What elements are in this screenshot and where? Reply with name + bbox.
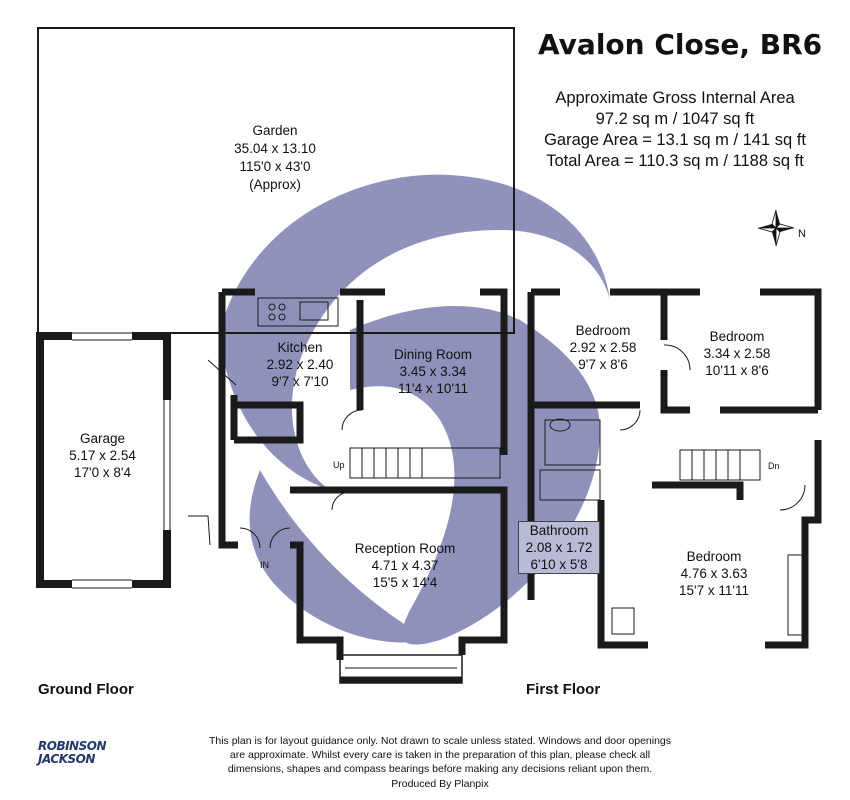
bedroom-1-metric: 2.92 x 2.58 [569,340,637,355]
room-label-garage: Garage 5.17 x 2.54 17'0 x 8'4 [55,430,150,481]
kitchen-name: Kitchen [277,340,323,355]
bathroom-imperial: 6'10 x 5'8 [530,557,588,572]
first-floor-label: First Floor [526,681,601,698]
room-label-dining: Dining Room 3.45 x 3.34 11'4 x 10'11 [378,346,488,397]
garden-metric: 35.04 x 13.10 [234,141,316,156]
bedroom-2-metric: 3.34 x 2.58 [703,346,771,361]
disclaimer-line-3: dimensions, shapes and compass bearings … [227,763,653,776]
garden-name: Garden [252,123,298,138]
garden-note: (Approx) [249,177,301,192]
garage-imperial: 17'0 x 8'4 [74,465,131,480]
area-info: Approximate Gross Internal Area 97.2 sq … [520,88,830,172]
logo-line-2: JACKSON [38,752,95,766]
disclaimer-line-2: are approximate. Whilst every care is ta… [229,749,651,762]
ground-floor-stairs [349,447,501,479]
kitchen-metric: 2.92 x 2.40 [266,357,334,372]
area-line-1: Approximate Gross Internal Area [555,89,795,107]
dining-name: Dining Room [393,347,473,362]
reception-name: Reception Room [354,541,456,556]
room-label-bedroom-3: Bedroom 4.76 x 3.63 15'7 x 11'11 [664,548,764,599]
stairs-down-label: Dn [768,461,780,471]
bedroom-2-name: Bedroom [709,329,765,344]
bedroom-3-name: Bedroom [686,549,742,564]
area-line-4: Total Area = 110.3 sq m / 1188 sq ft [546,152,804,170]
compass-north-label: N [798,228,806,240]
bedroom-2-imperial: 10'11 x 8'6 [705,363,769,378]
bedroom-3-metric: 4.76 x 3.63 [680,566,748,581]
first-floor-walls [527,288,822,649]
bedroom-3-imperial: 15'7 x 11'11 [679,583,749,598]
room-label-kitchen: Kitchen 2.92 x 2.40 9'7 x 7'10 [245,339,355,390]
bedroom-1-imperial: 9'7 x 8'6 [578,357,628,372]
room-label-garden: Garden 35.04 x 13.10 115'0 x 43'0 (Appro… [200,122,350,194]
disclaimer: This plan is for layout guidance only. N… [150,734,730,791]
entrance-label: IN [260,560,269,570]
garage-metric: 5.17 x 2.54 [69,448,136,463]
dining-metric: 3.45 x 3.34 [399,364,467,379]
reception-metric: 4.71 x 4.37 [371,558,439,573]
ground-floor-walls [218,288,508,684]
dining-imperial: 11'4 x 10'11 [398,381,468,396]
kitchen-counter [257,297,339,327]
garden-imperial: 115'0 x 43'0 [239,159,311,174]
kitchen-imperial: 9'7 x 7'10 [271,374,329,389]
property-title: Avalon Close, BR6 [538,28,823,61]
area-line-3: Garage Area = 13.1 sq m / 141 sq ft [544,131,806,149]
room-label-bedroom-1: Bedroom 2.92 x 2.58 9'7 x 8'6 [558,322,648,373]
room-label-bedroom-2: Bedroom 3.34 x 2.58 10'11 x 8'6 [692,328,782,379]
first-floor-details [539,344,806,636]
room-label-bathroom: Bathroom 2.08 x 1.72 6'10 x 5'8 [518,521,600,574]
bathroom-metric: 2.08 x 1.72 [525,540,593,555]
garage-name: Garage [79,431,126,446]
area-line-2: 97.2 sq m / 1047 sq ft [595,110,755,128]
compass-icon [757,209,795,247]
stairs-up-label: Up [333,460,345,470]
ground-floor-label: Ground Floor [38,681,134,698]
garden-outline [37,27,515,334]
room-label-reception: Reception Room 4.71 x 4.37 15'5 x 14'4 [340,540,470,591]
bedroom-1-name: Bedroom [575,323,631,338]
disclaimer-line-4: Produced By Planpix [391,777,489,790]
agency-logo: ROBINSON JACKSON [38,740,118,766]
disclaimer-line-1: This plan is for layout guidance only. N… [208,735,672,747]
logo-line-1: ROBINSON [38,739,106,753]
bathroom-name: Bathroom [529,523,589,538]
ground-door-swings [188,359,363,549]
reception-imperial: 15'5 x 14'4 [372,575,438,590]
